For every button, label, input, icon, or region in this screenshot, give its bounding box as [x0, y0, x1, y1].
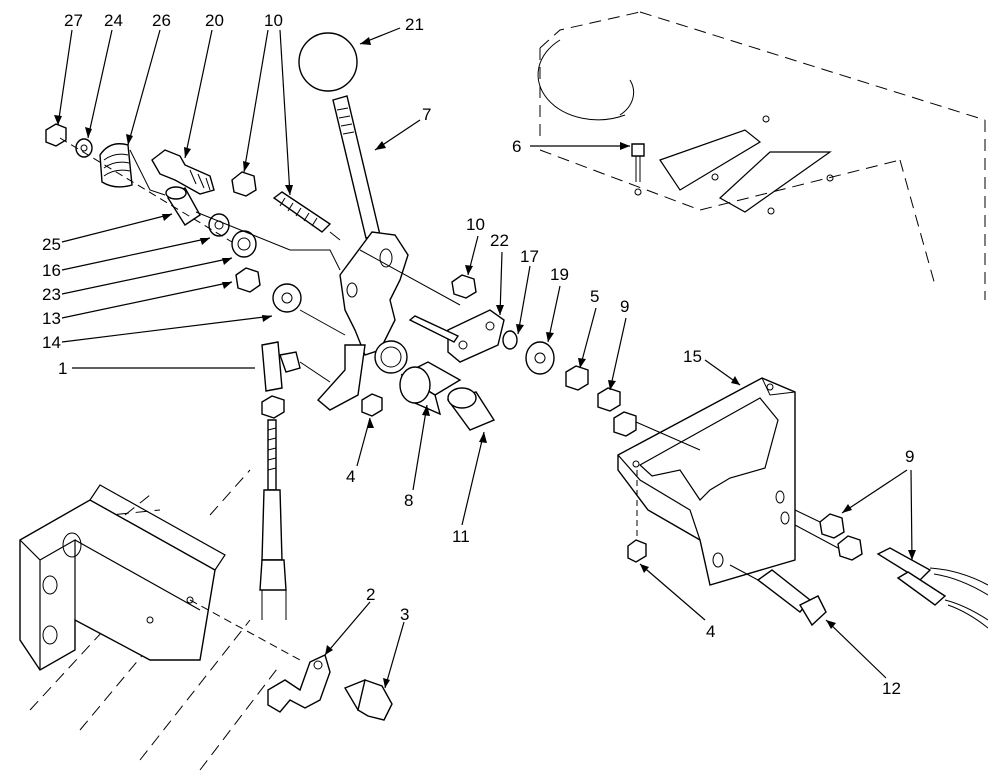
hex-bolt [343, 679, 393, 721]
shift-knob [298, 32, 358, 92]
callout-4: 4 [346, 467, 355, 486]
switch-bracket [597, 377, 988, 629]
callout-6: 6 [512, 137, 521, 156]
callout-7: 7 [422, 105, 431, 124]
callout-15: 15 [683, 347, 702, 366]
callout-19: 19 [550, 265, 569, 284]
callout-2: 2 [366, 585, 375, 604]
callout-1: 1 [58, 359, 67, 378]
callout-14: 14 [42, 333, 61, 352]
callout-21: 21 [405, 15, 424, 34]
callout-24: 24 [104, 11, 123, 30]
mount-bracket [19, 484, 226, 671]
callout-23: 23 [42, 285, 61, 304]
callout-25: 25 [42, 235, 61, 254]
shift-rod-assembly [259, 341, 383, 620]
leader-arrowheads [54, 37, 916, 688]
callout-10: 10 [466, 215, 485, 234]
callout-16: 16 [42, 261, 61, 280]
callout-26: 26 [152, 11, 171, 30]
callout-12: 12 [882, 679, 901, 698]
callout-20: 20 [205, 11, 224, 30]
callout-3: 3 [400, 605, 409, 624]
callout-9: 9 [905, 447, 914, 466]
callout-5: 5 [590, 287, 599, 306]
callout-10: 10 [264, 11, 283, 30]
lever-pivot-hardware [399, 143, 645, 431]
shift-lever [316, 95, 409, 411]
callout-labels: 27 24 26 20 10 21 7 6 10 22 17 19 5 9 15… [42, 11, 914, 698]
callout-13: 13 [42, 309, 61, 328]
callout-22: 22 [490, 231, 509, 250]
machine-housing-outline [537, 11, 986, 300]
callout-4: 4 [706, 622, 715, 641]
callout-8: 8 [404, 491, 413, 510]
callout-27: 27 [64, 11, 83, 30]
callout-9: 9 [620, 297, 629, 316]
callout-17: 17 [520, 247, 539, 266]
cable-clamp [189, 599, 331, 713]
hardware-stack-left [45, 123, 461, 336]
callout-11: 11 [452, 527, 470, 546]
